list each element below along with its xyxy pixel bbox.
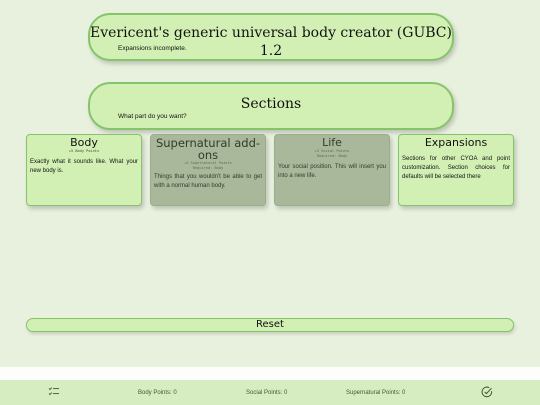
card-title: Life — [322, 136, 342, 149]
spacer-bar — [0, 367, 540, 380]
section-card-life[interactable]: Life +5 Social Points Required: Body You… — [274, 134, 390, 206]
section-card-body[interactable]: Body +5 Body Points Exactly what it soun… — [26, 134, 142, 206]
card-description: Exactly what it sounds like. What your n… — [30, 159, 138, 174]
section-card-supernatural[interactable]: Supernatural add-ons +5 Supernatural Poi… — [150, 134, 266, 206]
card-title: Body — [70, 136, 98, 149]
card-title: Expansions — [424, 136, 488, 149]
card-description: Things that you wouldn't be able to get … — [154, 174, 262, 189]
card-description: Sections for other CYOA and point custom… — [402, 156, 510, 180]
sections-title: Sections — [240, 96, 302, 112]
social-points-counter: Social Points: 0 — [246, 390, 288, 396]
reset-button[interactable]: Reset — [26, 318, 514, 332]
app-title: Evericent's generic universal body creat… — [90, 25, 452, 59]
body-points-counter: Body Points: 0 — [138, 390, 177, 396]
card-requirement: Required: Body — [192, 166, 224, 170]
app-subtitle: Expansions incomplete. — [118, 45, 187, 52]
card-title: Supernatural add-ons — [155, 136, 261, 162]
header-panel: Evericent's generic universal body creat… — [88, 13, 454, 61]
section-card-expansions[interactable]: Expansions Sections for other CYOA and p… — [398, 134, 514, 206]
check-circle-icon[interactable] — [481, 386, 493, 400]
points-footer: Body Points: 0 Social Points: 0 Supernat… — [0, 380, 540, 405]
sections-panel: Sections What part do you want? — [88, 82, 454, 130]
sections-prompt: What part do you want? — [118, 113, 187, 120]
card-description: Your social position. This will insert y… — [278, 164, 386, 179]
card-points: +5 Social Points — [314, 149, 350, 153]
card-requirement: Required: Body — [316, 154, 348, 158]
supernatural-points-counter: Supernatural Points: 0 — [346, 390, 406, 396]
card-points: +5 Supernatural Points — [184, 161, 232, 165]
card-points: +5 Body Points — [68, 149, 100, 153]
checklist-icon[interactable] — [48, 386, 60, 400]
